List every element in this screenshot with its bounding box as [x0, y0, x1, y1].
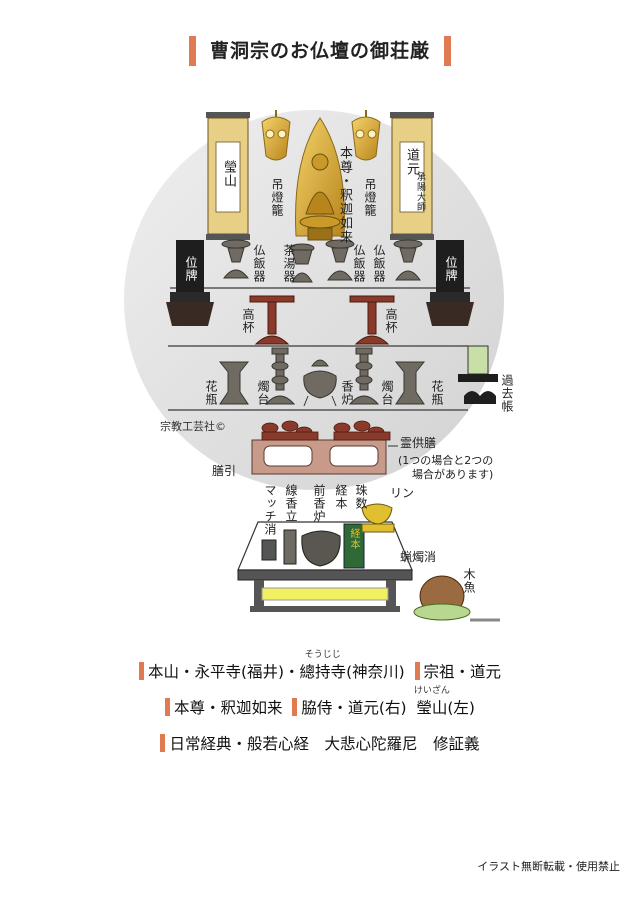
label-shokudai-right: 燭台	[380, 380, 393, 406]
label-maekoro: 前香炉	[312, 484, 325, 523]
ruby-keizan-reading: けいざん	[414, 683, 450, 696]
label-reikuzen: 霊供膳	[400, 434, 436, 451]
scroll-right	[390, 112, 434, 240]
info-line1-c: 宗祖・道元	[424, 663, 502, 681]
info-line2-a: 本尊・釈迦如来	[174, 699, 283, 717]
label-kabin-right: 花瓶	[430, 380, 443, 406]
info-line2-b: 脇侍・道元(右)	[301, 699, 406, 717]
accent-bar	[292, 698, 297, 716]
info-line2-c: (左)	[447, 699, 475, 717]
accent-bar	[160, 734, 165, 752]
label-zenbiki: 膳引	[212, 462, 236, 479]
label-sutra-cover: 経本	[348, 528, 359, 550]
label-ihai-left: 位牌	[184, 256, 197, 282]
info-line3: 日常経典・般若心経 大悲心陀羅尼 修証義	[169, 735, 479, 753]
accent-bar	[139, 662, 144, 680]
label-kyohon: 経本	[334, 484, 347, 510]
senkotate	[284, 530, 296, 564]
accent-bar	[165, 698, 170, 716]
info-line-3: 日常経典・般若心経 大悲心陀羅尼 修証義	[0, 732, 640, 754]
ruby-keizan: けいざん瑩山	[416, 696, 447, 718]
info-line-1: 本山・永平寺(福井)・そうじじ總持寺(神奈川) 宗祖・道元	[0, 660, 640, 682]
footer-notice: イラスト無断転載・使用禁止	[477, 858, 620, 874]
label-kakocho: 過去帳	[500, 374, 513, 413]
label-buppanki-right: 仏飯器	[372, 244, 385, 283]
label-lantern-right: 吊燈籠	[363, 178, 376, 217]
label-takatsuki-left: 高杯	[241, 308, 254, 334]
label-shokudai-left: 燭台	[256, 380, 269, 406]
label-takatsuki-right: 高杯	[384, 308, 397, 334]
label-buppanki-mid: 仏飯器	[352, 244, 365, 283]
label-chatoki: 茶湯器	[282, 244, 295, 283]
label-scroll-right-sub: 承陽大師	[415, 172, 425, 212]
label-juzu: 珠数	[354, 484, 367, 510]
info-line-2: 本尊・釈迦如来 脇侍・道元(右) けいざん瑩山(左)	[0, 696, 640, 718]
label-mokugyo: 木魚	[462, 568, 475, 594]
info-line1-a: 本山・永平寺(福井)・	[148, 663, 300, 681]
label-kabin-left: 花瓶	[204, 380, 217, 406]
label-honzon: 本尊・釈迦如来	[337, 146, 351, 244]
label-reikuzen-note2: 場合があります)	[412, 466, 493, 482]
label-rosokukeshi: 蝋燭消	[400, 548, 436, 565]
ruby-keizan-base: 瑩山	[416, 699, 447, 717]
label-lantern-left: 吊燈籠	[270, 178, 283, 217]
ruby-sojiji: そうじじ總持寺	[300, 660, 347, 682]
matchkeshi	[262, 540, 276, 560]
label-senkotate: 線香立	[284, 484, 297, 523]
mokugyo	[414, 576, 500, 620]
label-matchkeshi: マッチ消	[263, 484, 276, 536]
copyright-text: 宗教工芸社©	[160, 418, 226, 434]
accent-bar	[415, 662, 420, 680]
ruby-sojiji-reading: そうじじ	[305, 647, 341, 660]
label-buppanki-left: 仏飯器	[252, 244, 265, 283]
label-ihai-right: 位牌	[444, 256, 457, 282]
label-rin: リン	[390, 484, 414, 501]
info-line1-b: (神奈川)	[346, 663, 405, 681]
ruby-sojiji-base: 總持寺	[300, 663, 347, 681]
label-scroll-left: 瑩山	[222, 160, 235, 188]
label-koro: 香炉	[340, 380, 353, 406]
